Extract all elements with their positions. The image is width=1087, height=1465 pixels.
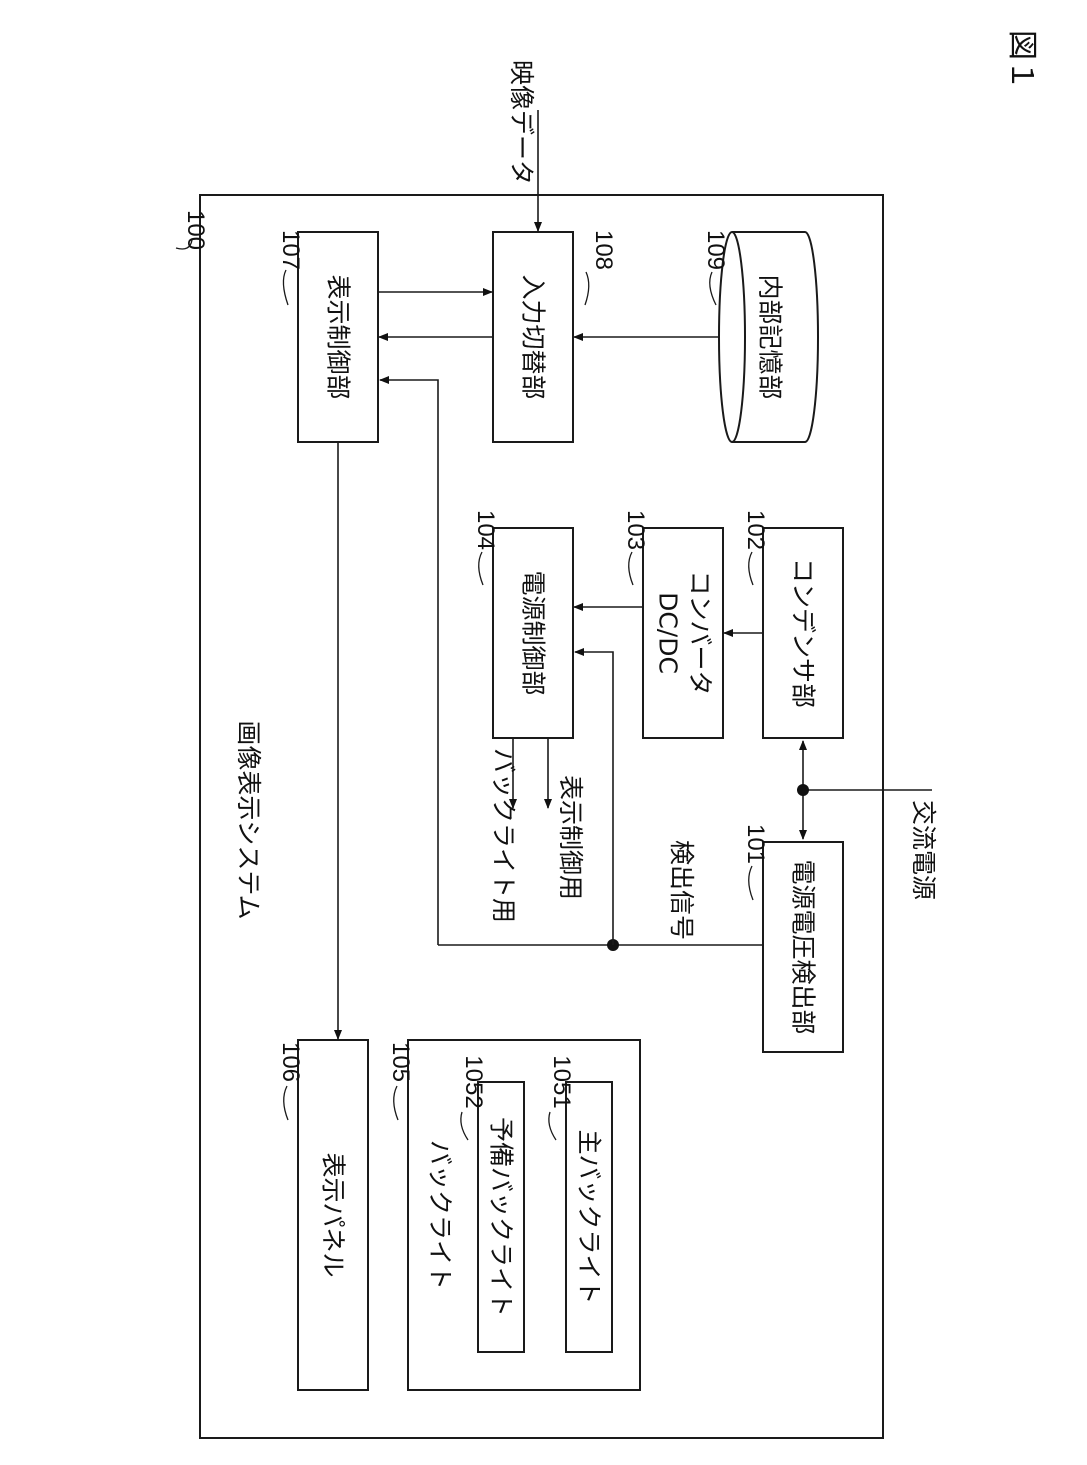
power-control-ref: 104 <box>472 510 499 550</box>
power-control-label: 電源制御部 <box>519 570 548 695</box>
backlight-ref-leader <box>394 1086 398 1120</box>
input-switch-ref: 108 <box>590 230 617 270</box>
dcdc-ref: 103 <box>622 510 649 550</box>
display-control-label: 表示制御部 <box>324 274 353 399</box>
spare-backlight-label: 予備バックライト <box>487 1117 516 1317</box>
internal-storage-ref-leader <box>710 272 716 305</box>
capacitor-ref-leader <box>749 552 753 585</box>
power-control-ref-leader <box>479 552 483 585</box>
ac-power-label: 交流電源 <box>909 800 938 900</box>
display-control-ref: 107 <box>277 230 304 270</box>
video-data-label: 映像データ <box>507 60 536 185</box>
figure-label: 図１ <box>1004 30 1039 90</box>
voltage-detector-label: 電源電圧検出部 <box>789 859 818 1034</box>
backlight-group-label: バックライト <box>426 1140 455 1290</box>
voltage-detector-ref-leader <box>749 866 753 900</box>
display-panel-ref: 106 <box>277 1042 304 1082</box>
input-switch-label: 入力切替部 <box>519 274 548 399</box>
dcdc-label-line1: DC/DC <box>654 592 683 674</box>
for-display-control-label: 表示制御用 <box>556 775 585 900</box>
system-title: 画像表示システム <box>234 720 263 919</box>
for-backlight-label: バックライト用 <box>489 748 518 923</box>
input-switch-ref-leader <box>585 272 589 305</box>
display-control-ref-leader <box>283 270 288 305</box>
dcdc-ref-leader <box>629 552 633 585</box>
spare-backlight-ref: 1052 <box>460 1055 487 1108</box>
internal-storage-ref: 109 <box>702 230 729 270</box>
voltage-detector-ref: 101 <box>742 824 769 864</box>
dcdc-label-line2: コンバータ <box>686 570 715 695</box>
system-ref: 100 <box>182 210 209 250</box>
display-panel-label: 表示パネル <box>319 1152 348 1277</box>
capacitor-label: コンデンサ部 <box>789 558 818 708</box>
main-backlight-ref: 1051 <box>548 1055 575 1108</box>
capacitor-ref: 102 <box>742 510 769 550</box>
display-panel-ref-leader <box>284 1086 288 1120</box>
detection-signal-label: 検出信号 <box>667 840 696 940</box>
ac-junction-dot <box>797 784 809 796</box>
detection-to-display-control-arrow <box>380 380 438 945</box>
internal-storage-label: 内部記憶部 <box>756 274 785 399</box>
main-backlight-label: 主バックライト <box>575 1129 604 1304</box>
backlight-ref: 105 <box>387 1042 414 1082</box>
